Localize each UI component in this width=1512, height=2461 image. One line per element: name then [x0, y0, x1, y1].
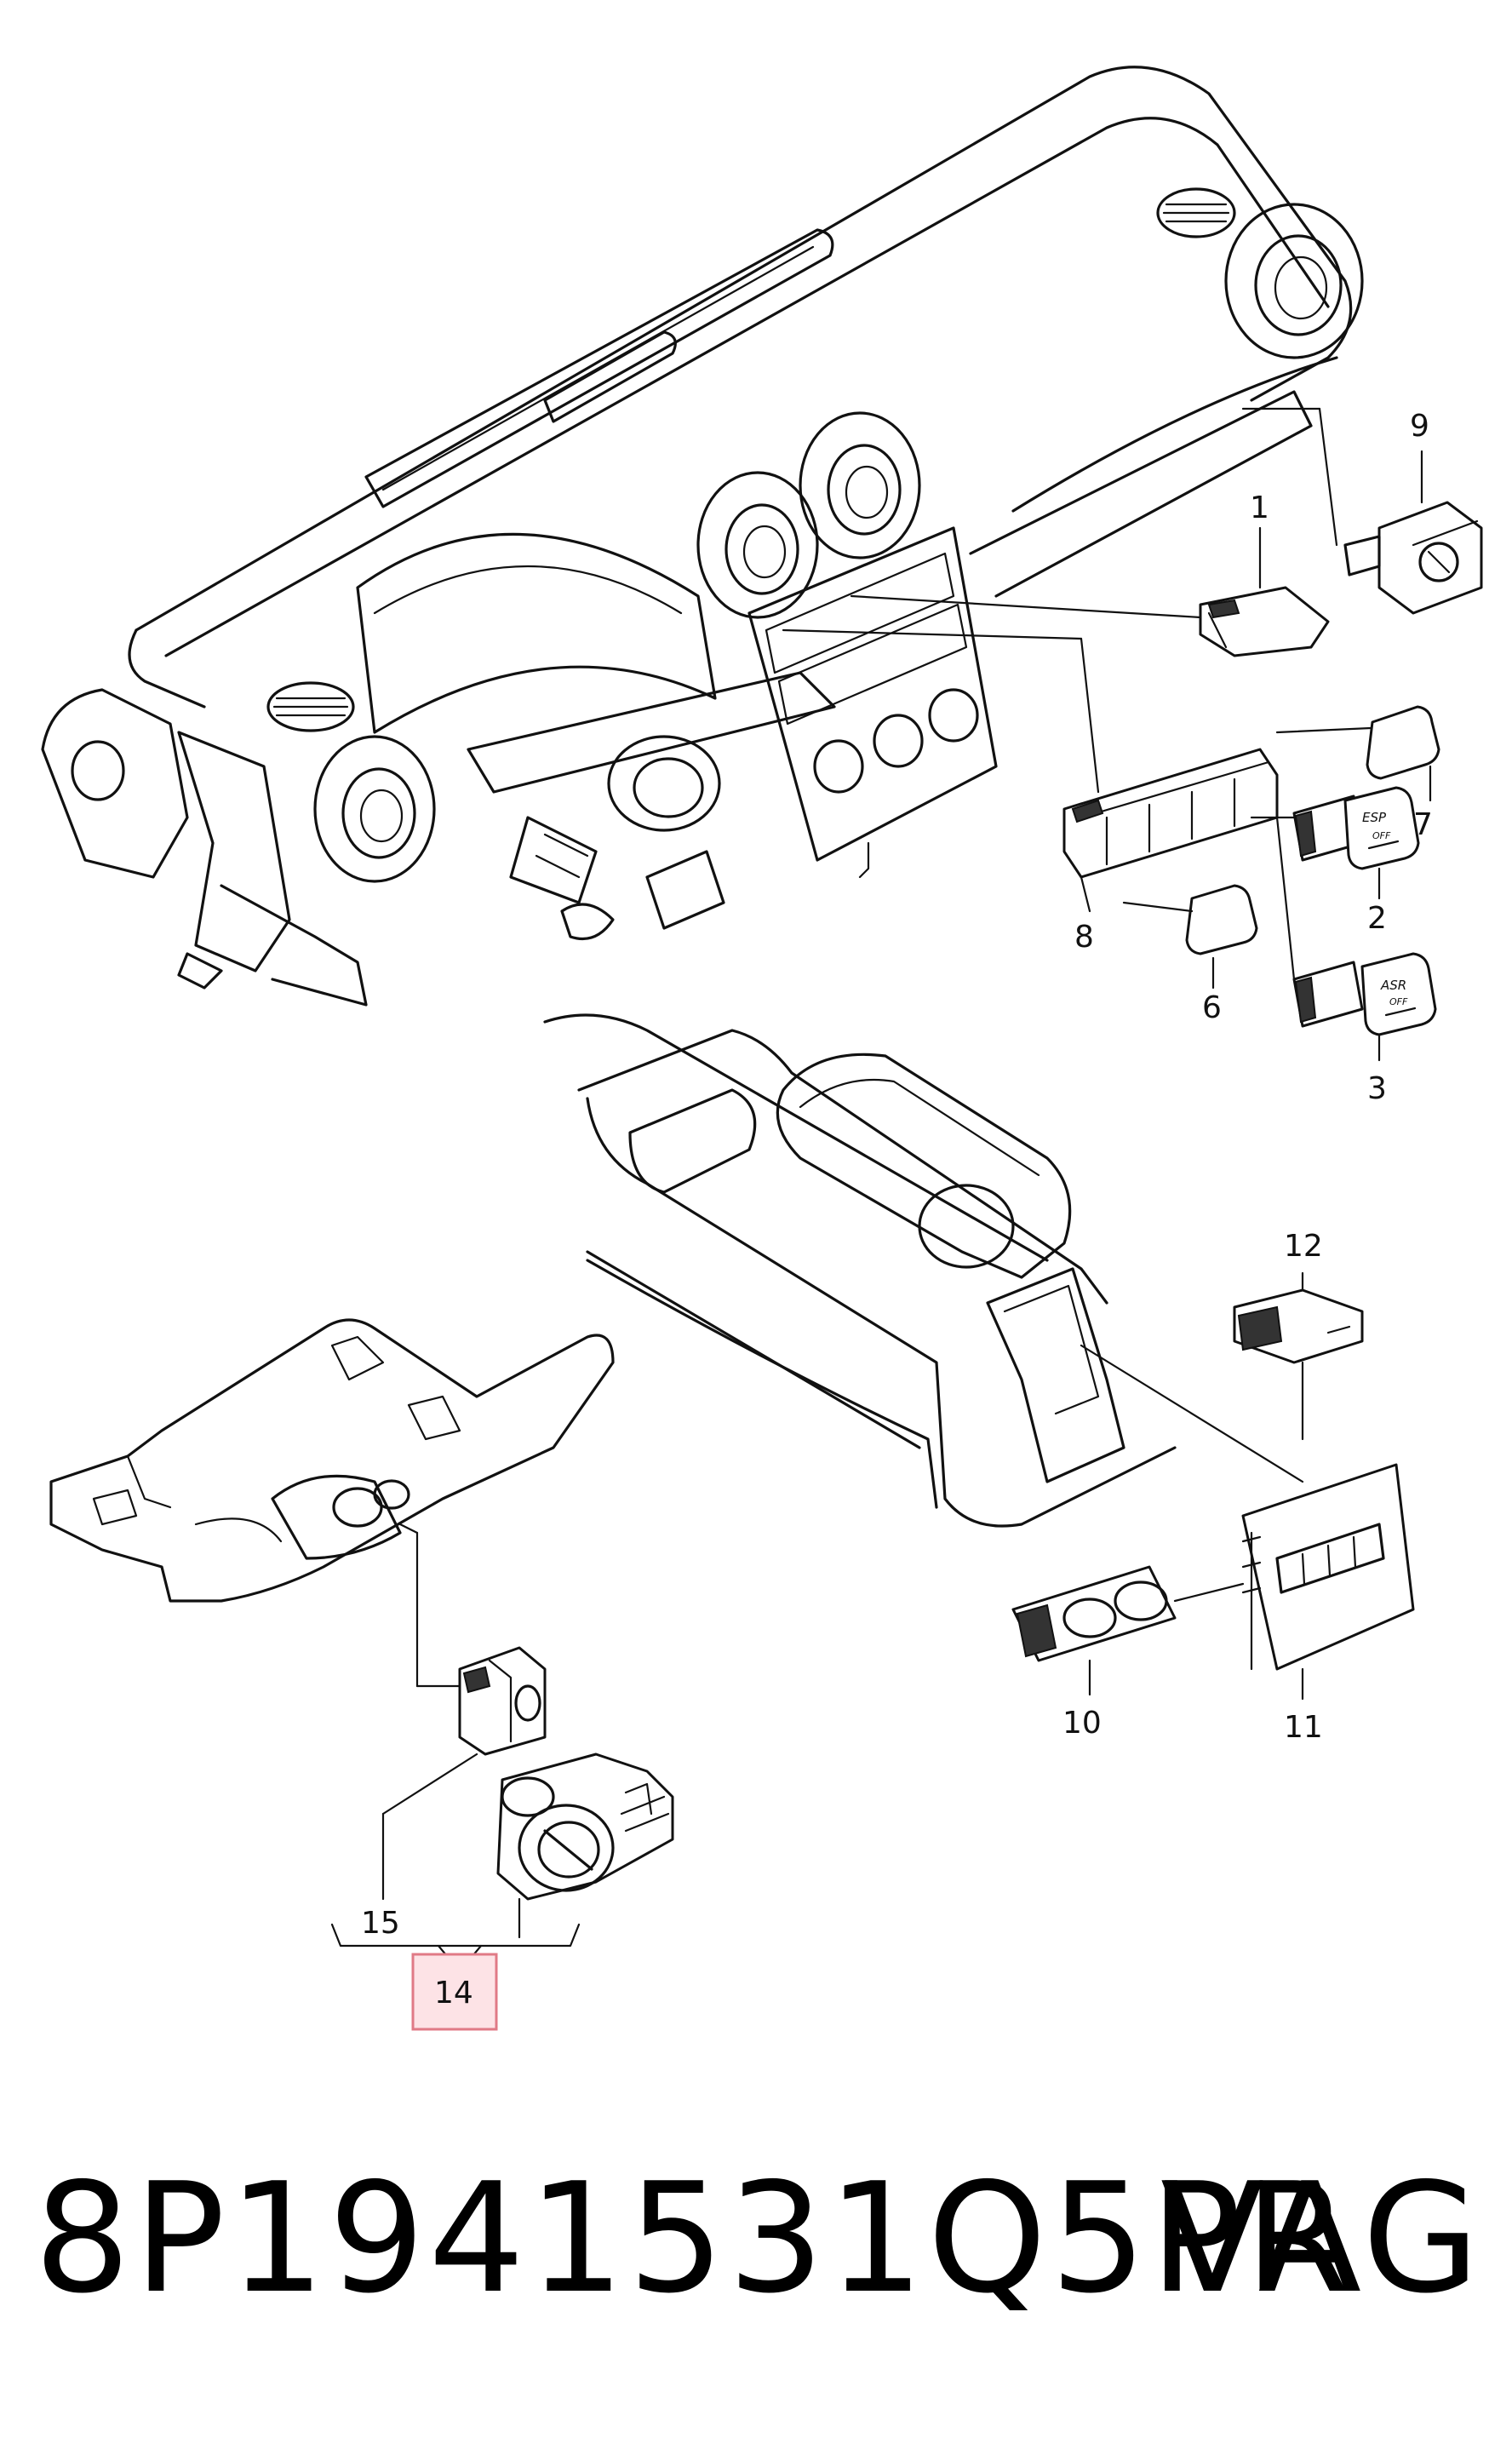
- esp-off-label: OFF: [1372, 830, 1391, 841]
- center-console-stack: [747, 526, 998, 879]
- brand-label: VAG: [1160, 2150, 1483, 2326]
- defrost-grill-right: [1156, 187, 1236, 238]
- callout-15: 15: [361, 1906, 400, 1941]
- part-1-switch: [1199, 586, 1330, 657]
- dash-left-structure: [41, 688, 368, 1007]
- esp-label: ESP: [1362, 810, 1387, 825]
- exploded-parts-diagram: 9 1 8 7 ESP OFF 2 6: [41, 66, 1483, 2031]
- callout-11: 11: [1284, 1710, 1323, 1745]
- part-2-esp-switch: ESP OFF: [1292, 786, 1420, 870]
- callout-10: 10: [1062, 1706, 1102, 1741]
- callout-9: 9: [1410, 409, 1429, 444]
- callout-14-highlight: 14: [411, 1953, 498, 2031]
- defrost-grill-left: [266, 681, 355, 732]
- callout-8: 8: [1074, 920, 1094, 955]
- callout-6: 6: [1202, 990, 1222, 1025]
- part-9-headlight-switch: [1343, 501, 1483, 615]
- part-15-switch-housing: [458, 1646, 547, 1756]
- center-console-assembly: [543, 1013, 1177, 1528]
- callout-12: 12: [1284, 1229, 1323, 1264]
- dashboard-assembly: [41, 66, 1364, 1007]
- part-7-blank-cover: [1366, 705, 1440, 780]
- callout-7: 7: [1413, 807, 1433, 842]
- part-14-headlight-switch: [496, 1753, 674, 1901]
- part-6-blank-cover: [1185, 884, 1258, 955]
- part-3-asr-switch: ASR OFF: [1292, 952, 1437, 1036]
- air-vent-center-left: [696, 471, 819, 619]
- callout-14: 14: [434, 1976, 473, 2011]
- part-10-double-switch: [1011, 1565, 1245, 1662]
- air-vent-left: [313, 735, 436, 883]
- left-panel-bracket: [49, 1318, 615, 1603]
- air-vent-right-outer: [1224, 203, 1364, 359]
- steering-column: [467, 671, 836, 941]
- callout-3: 3: [1367, 1071, 1387, 1106]
- asr-label: ASR: [1380, 978, 1406, 993]
- part-11-switch-panel: [1241, 1463, 1415, 1671]
- asr-off-label: OFF: [1389, 996, 1408, 1007]
- callout-2: 2: [1367, 901, 1387, 936]
- air-vent-center-right: [799, 411, 921, 559]
- part-number-label: 8P1941531Q5PR: [34, 2150, 1354, 2326]
- callout-1: 1: [1250, 490, 1269, 525]
- part-12-switch: [1233, 1288, 1364, 1364]
- center-armrest: [776, 1053, 1072, 1279]
